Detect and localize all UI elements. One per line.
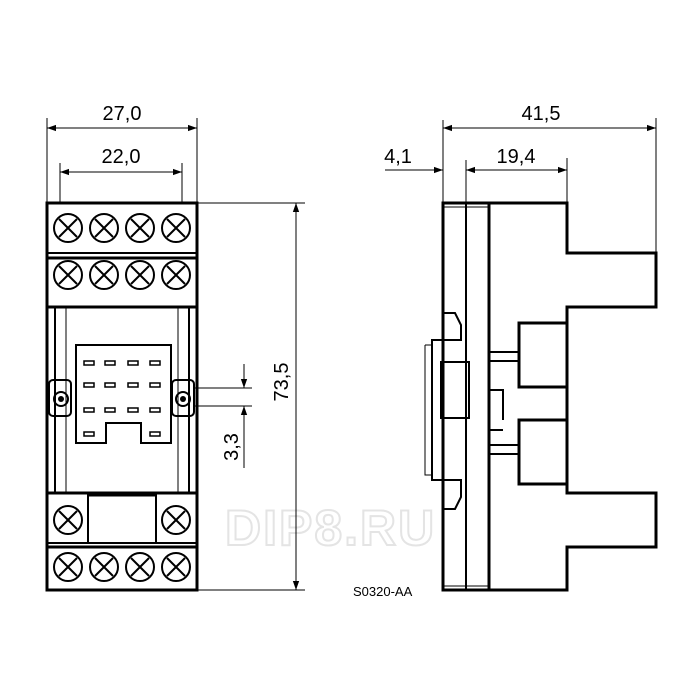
terminal-screws-row-4 <box>53 552 191 582</box>
watermark: DIP8.RU <box>225 500 436 556</box>
dimension-depth-total-label: 41,5 <box>522 103 561 125</box>
dimension-base-depth: 19,4 <box>466 146 568 203</box>
clip-hole-right <box>171 379 195 417</box>
terminal-screws-row-1 <box>53 213 191 243</box>
dimension-height-label: 73,5 <box>271 363 293 402</box>
dimension-width-outer: 27,0 <box>46 103 198 203</box>
label-window <box>87 494 157 544</box>
dimension-height: 73,5 <box>197 202 305 591</box>
pin-block-upper <box>517 321 569 389</box>
dimension-depth-total: 41,5 <box>442 103 657 253</box>
dimension-rail-offset: 4,1 <box>384 146 512 203</box>
din-rail-clip <box>431 312 462 510</box>
dimension-rail-offset-label: 4,1 <box>384 146 412 168</box>
dimension-width-outer-label: 27,0 <box>103 103 142 125</box>
front-view <box>45 201 199 592</box>
pin-block-lower <box>517 418 569 486</box>
socket-profile <box>489 201 658 592</box>
front-body-outline <box>45 201 199 592</box>
terminal-screws-row-2 <box>53 260 191 290</box>
relay-pin-slots <box>83 360 161 437</box>
side-view <box>424 201 658 592</box>
clip-hole-left <box>48 379 72 417</box>
terminal-screws-row-3 <box>53 505 191 535</box>
relay-pin-field <box>75 344 172 444</box>
dimension-pin-offset: 3,3 <box>195 364 252 468</box>
dimension-pin-offset-label: 3,3 <box>221 433 243 461</box>
part-code: S0320-AA <box>353 584 413 599</box>
dimension-width-inner: 22,0 <box>59 146 183 203</box>
dimension-base-depth-label: 19,4 <box>497 146 536 168</box>
dimension-width-inner-label: 22,0 <box>102 146 141 168</box>
